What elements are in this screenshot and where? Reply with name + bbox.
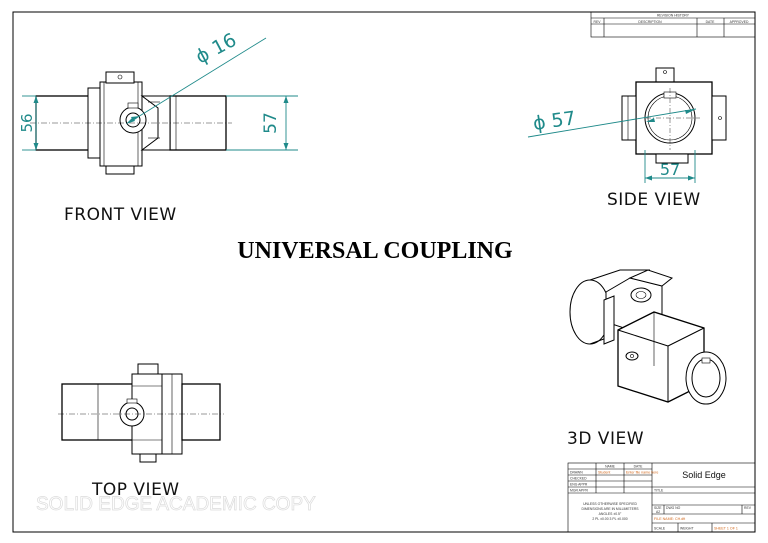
tb-note-line2: DIMENSIONS ARE IN MILLIMETERS	[581, 507, 639, 511]
tb-company-name: Solid Edge	[682, 470, 726, 480]
revision-history-title: REVISION HISTORY	[657, 14, 690, 18]
revision-col-date: DATE	[706, 20, 716, 24]
front-diameter-dim: ϕ 16	[192, 29, 240, 68]
tb-drawn-date: Enter file name here	[626, 471, 658, 475]
side-width-dim: 57	[660, 160, 680, 179]
iso-view-drawing	[569, 269, 727, 405]
tb-note-line4: 2 PL ±0.00 3 PL ±0.000	[592, 517, 627, 521]
front-left-height-dim: 56	[18, 113, 36, 132]
tb-note-line3: ANGLES ±0.5°	[599, 512, 622, 516]
iso-view-label: 3D VIEW	[567, 429, 644, 449]
title-block: NAME DATE DRAWN Student Enter file name …	[567, 462, 756, 533]
tb-date-header: DATE	[634, 465, 644, 469]
tb-file-name: FILE NAME: CH.dft	[654, 517, 685, 521]
tb-sheet-label: SHEET 1 OF 1	[714, 527, 738, 531]
tb-note-line1: UNLESS OTHERWISE SPECIFIED	[583, 502, 637, 506]
revision-col-approved: APPROVED	[730, 20, 749, 24]
side-view-drawing	[621, 67, 727, 164]
front-view-drawing	[30, 71, 232, 175]
tb-dwg-no-label: DWG NO	[666, 506, 681, 510]
drawing-title: UNIVERSAL COUPLING	[237, 238, 513, 264]
tb-checked-label: CHECKED	[570, 477, 587, 481]
tb-mgr-appr-label: MGR APPR	[570, 489, 588, 493]
tb-title-label: TITLE	[654, 489, 664, 493]
side-view-dimensions: ϕ 57 57	[527, 107, 697, 183]
revision-col-description: DESCRIPTION	[638, 20, 662, 24]
side-diameter-dim: ϕ 57	[532, 107, 577, 135]
tb-size-label: SIZE	[654, 506, 662, 510]
tb-scale-label: SCALE	[654, 527, 666, 531]
tb-weight-label: WEIGHT	[680, 527, 694, 531]
tb-rev-label: REV	[744, 506, 752, 510]
academic-watermark: SOLID EDGE ACADEMIC COPY	[36, 494, 316, 515]
tb-size-value: A2	[656, 510, 660, 514]
sheet-border	[12, 11, 756, 533]
tb-eng-appr-label: ENG APPR	[570, 483, 588, 487]
top-view-drawing	[58, 363, 224, 463]
tb-drawn-name: Student	[598, 471, 610, 475]
side-view-label: SIDE VIEW	[607, 190, 701, 210]
front-right-height-dim: 57	[261, 112, 281, 134]
tb-name-header: NAME	[605, 465, 616, 469]
front-view-label: FRONT VIEW	[64, 205, 177, 225]
revision-col-rev: REV	[594, 20, 602, 24]
top-view-label: TOP VIEW	[91, 480, 180, 500]
tb-drawn-label: DRAWN	[570, 471, 583, 475]
revision-history-block: REVISION HISTORY REV DESCRIPTION DATE AP…	[590, 11, 756, 38]
